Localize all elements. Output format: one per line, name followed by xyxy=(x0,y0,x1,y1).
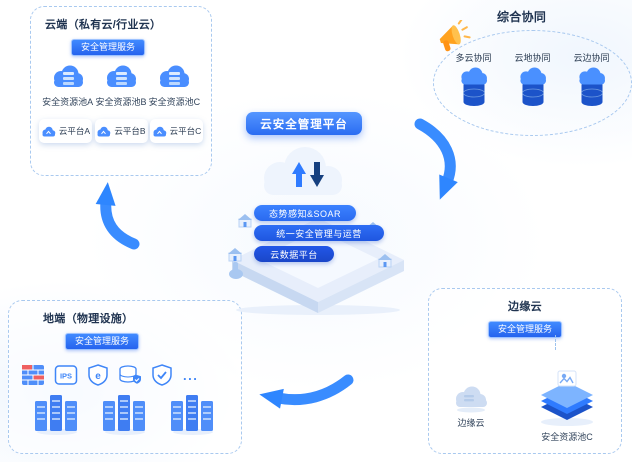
cloud-server-icon xyxy=(106,65,136,88)
firewall-icon xyxy=(22,365,44,386)
more-ellipsis: ... xyxy=(183,367,199,383)
security-pool-icon xyxy=(541,370,593,426)
security-pool-label: 安全资源池C xyxy=(148,97,201,108)
database-audit-icon xyxy=(119,365,141,384)
dashed-connector xyxy=(555,335,556,350)
cloud-platform-label: 云平台B xyxy=(114,126,146,137)
svg-text:e: e xyxy=(95,371,101,382)
security-pool-item: 安全资源池A xyxy=(41,64,94,108)
ground-panel: 地端（物理设施） 安全管理服务 IPS e xyxy=(8,300,242,454)
platform-title-pill: 云安全管理平台 xyxy=(246,112,362,135)
cloud-platform-card: 云平台C xyxy=(150,119,203,144)
cloud-database-icon xyxy=(578,67,605,106)
cloud-platform-card: 云平台A xyxy=(39,119,92,144)
collab-item-label: 多云协同 xyxy=(455,53,492,63)
security-pool-item: 安全资源池C xyxy=(148,64,201,108)
cloud-icon xyxy=(97,126,111,137)
arrow-edge-to-ground xyxy=(259,374,354,409)
edge-panel-title: 边缘云 xyxy=(508,301,542,313)
edge-cloud-icon xyxy=(456,386,487,413)
building-icon xyxy=(228,248,242,262)
edge-pool-label: 安全资源池C xyxy=(541,432,593,442)
edge-cloud: 边缘云 xyxy=(450,383,492,429)
edge-content-row: 边缘云 安全资源池C xyxy=(429,365,621,443)
server-rack-icon xyxy=(35,395,77,436)
svg-text:IPS: IPS xyxy=(60,372,72,381)
collab-item-label: 云边协同 xyxy=(573,53,610,63)
cloud-icon xyxy=(42,126,56,137)
edge-cloud-label: 边缘云 xyxy=(457,418,485,428)
megaphone-icon xyxy=(439,20,471,52)
collab-item: 云地协同 xyxy=(514,51,552,108)
edge-security-pool: 安全资源池C xyxy=(534,365,600,443)
ips-icon: IPS xyxy=(54,365,78,386)
cloud-database-icon xyxy=(519,67,546,106)
security-devices-row: IPS e ... xyxy=(9,364,241,387)
platform-layer: 态势感知&SOAR xyxy=(254,205,356,221)
cloud-server-icon xyxy=(53,65,83,88)
server-rack-icon xyxy=(103,395,145,436)
arrow-collab-to-edge xyxy=(414,118,458,200)
security-pool-label: 安全资源池B xyxy=(95,97,147,108)
building-icon xyxy=(378,254,392,268)
server-racks-row xyxy=(9,391,241,436)
cloud-panel-title: 云端（私有云/行业云） xyxy=(45,19,162,31)
cloud-sync-arrows-icon xyxy=(264,147,342,195)
shield-check-icon xyxy=(152,364,172,387)
collaboration-title: 综合协同 xyxy=(497,10,547,24)
platform-layer: 统一安全管理与运营 xyxy=(254,225,384,241)
security-pool-item: 安全资源池B xyxy=(94,64,147,108)
collab-item: 多云协同 xyxy=(455,51,493,108)
cloud-platform-label: 云平台A xyxy=(58,126,91,137)
cloud-database-icon xyxy=(460,67,487,106)
cloud-platform-card: 云平台B xyxy=(94,119,148,144)
collab-item-label: 云地协同 xyxy=(514,53,551,63)
arrow-ground-to-cloud xyxy=(95,182,140,250)
cloud-panel: 云端（私有云/行业云） 安全管理服务 安全资源池A 安全资源池B xyxy=(30,6,212,176)
collaboration-group: 多云协同 云地协同 云边协同 xyxy=(433,30,632,136)
cloud-server-icon xyxy=(160,65,190,88)
antivirus-shield-icon: e xyxy=(88,364,108,387)
security-pools-row: 安全资源池A 安全资源池B 安全资源池C xyxy=(31,64,211,108)
platform-layer: 云数据平台 xyxy=(254,246,334,262)
building-icon xyxy=(238,214,252,228)
ground-panel-title: 地端（物理设施） xyxy=(43,313,134,325)
cloud-platforms-row: 云平台A 云平台B 云平台C xyxy=(31,119,211,144)
security-pool-label: 安全资源池A xyxy=(42,97,94,108)
server-rack-icon xyxy=(171,395,213,436)
cloud-icon xyxy=(153,126,166,137)
collab-item: 云边协同 xyxy=(573,51,611,108)
edge-panel: 边缘云 安全管理服务 边缘云 xyxy=(428,288,622,454)
ground-panel-badge: 安全管理服务 xyxy=(65,332,140,351)
edge-panel-badge: 安全管理服务 xyxy=(487,320,562,339)
cloud-panel-badge: 安全管理服务 xyxy=(71,38,146,57)
cloud-platform-label: 云平台C xyxy=(169,126,202,137)
